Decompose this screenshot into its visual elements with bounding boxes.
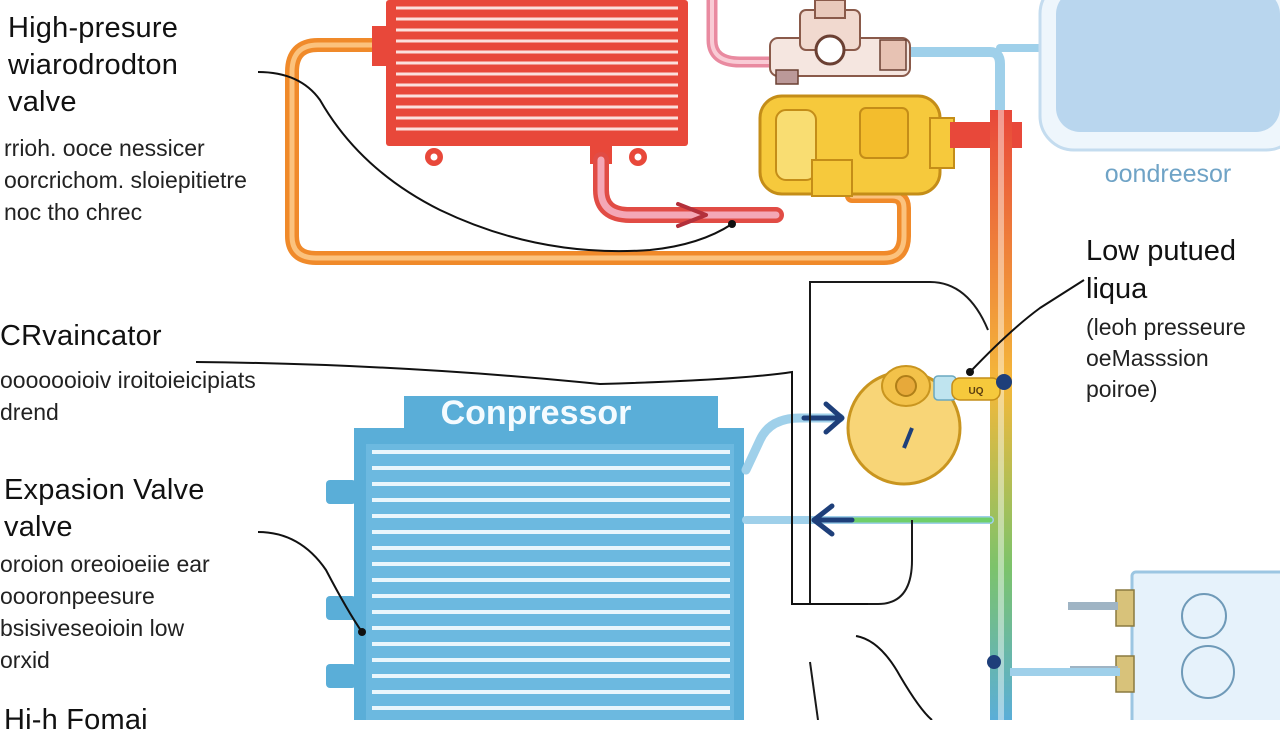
hot-heat-exchanger bbox=[372, 0, 688, 166]
desc-line: oroion oreoioeiie ear bbox=[0, 551, 210, 577]
compressor-unit: UQ bbox=[846, 365, 1012, 486]
title-line: Expasion Valve bbox=[4, 474, 205, 506]
expansion-desc: oroion oreoioeiie ear oooronpeesure bsis… bbox=[0, 548, 210, 676]
compressor-tag: UQ bbox=[969, 386, 984, 397]
high-pressure-desc: rrioh. ooce nessicer oorcrichom. sloiepi… bbox=[4, 132, 247, 228]
cool-exchanger-fins bbox=[372, 450, 730, 710]
receiver-tank bbox=[987, 570, 1280, 720]
title-line: Hi-h Fomai bbox=[4, 704, 148, 736]
bracket-lines bbox=[809, 281, 989, 720]
title-line: Low putued bbox=[1086, 235, 1236, 267]
desc-line: orxid bbox=[0, 647, 50, 673]
desc-line: ooooooioiv iroitoieicipiats bbox=[0, 367, 256, 393]
title-line: valve bbox=[4, 511, 73, 543]
condenser-label: oondreesor bbox=[1105, 160, 1231, 188]
light-blue-suction-lines bbox=[741, 413, 994, 524]
leader-lines bbox=[195, 71, 1085, 720]
desc-line: oooronpeesure bbox=[0, 583, 155, 609]
pink-pipe bbox=[706, 0, 796, 68]
hot-exchanger-fins bbox=[396, 6, 678, 131]
leader-dot bbox=[358, 628, 366, 636]
yellow-valve-body bbox=[758, 94, 1022, 197]
vertical-refrigerant-pipe bbox=[990, 110, 1012, 720]
desc-line: (leoh presseure bbox=[1086, 314, 1246, 340]
desc-line: noc tho chrec bbox=[4, 199, 143, 225]
title-line: High-presure bbox=[8, 12, 179, 44]
desc-line: oorcrichom. sloiepitietre bbox=[4, 167, 247, 193]
low-pressure-title: Low putued liqua bbox=[1086, 232, 1236, 308]
desc-line: drend bbox=[0, 399, 59, 425]
condenser-tank bbox=[1038, 0, 1280, 152]
title-line: liqua bbox=[1086, 273, 1148, 305]
bottom-cut-title: Hi-h Fomai bbox=[4, 702, 148, 739]
hot-outlet-pipe bbox=[593, 152, 784, 228]
desc-line: bsisiveseoioin low bbox=[0, 615, 185, 641]
desc-line: oeMasssion bbox=[1086, 345, 1209, 371]
compressor-label: Conpressor bbox=[441, 394, 632, 432]
evaporator-title: CRvaincator bbox=[0, 318, 162, 355]
expansion-title: Expasion Valve valve bbox=[4, 472, 205, 546]
title-line: valve bbox=[8, 86, 77, 118]
title-line: CRvaincator bbox=[0, 320, 162, 352]
leader-dot bbox=[966, 368, 974, 376]
low-pressure-desc: (leoh presseure oeMasssion poiroe) bbox=[1086, 312, 1246, 405]
orange-loop-pipe bbox=[285, 38, 911, 265]
evaporator-desc: ooooooioiv iroitoieicipiats drend bbox=[0, 364, 256, 428]
title-line: wiarodrodton bbox=[8, 49, 179, 81]
leader-dot bbox=[728, 220, 736, 228]
desc-line: rrioh. ooce nessicer bbox=[4, 135, 205, 161]
top-valve-assembly bbox=[769, 0, 911, 85]
cool-heat-exchanger bbox=[326, 396, 744, 720]
refrigeration-cycle-diagram: UQ Conpressor oondreesor bbox=[195, 0, 1280, 720]
desc-line: poiroe) bbox=[1086, 376, 1158, 402]
high-pressure-title: High-presure wiarodrodton valve bbox=[8, 10, 178, 121]
